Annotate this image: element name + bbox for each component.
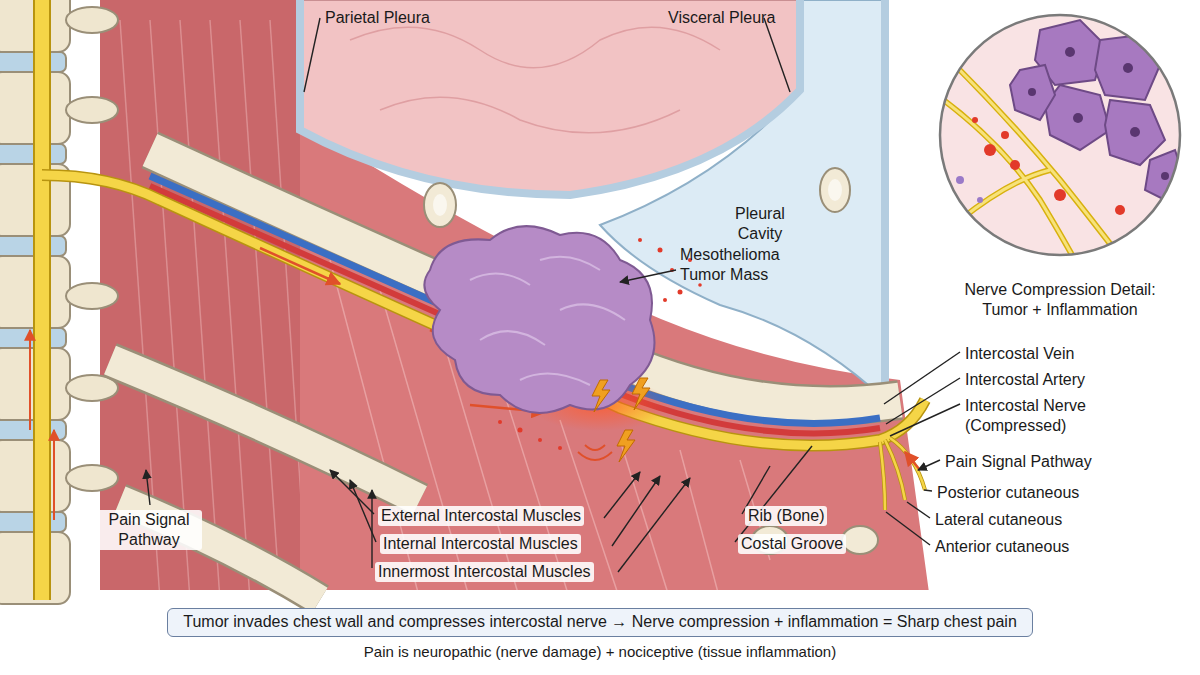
part-label: Pleural Cavity (712, 204, 808, 244)
part-label: Pain Signal Pathway (96, 510, 202, 550)
part-label: Parietal Pleura (325, 8, 430, 28)
part-label: Intercostal Nerve (Compressed) (965, 396, 1135, 436)
part-label: Visceral Pleura (668, 8, 775, 28)
part-label: Pain Signal Pathway (945, 452, 1092, 472)
part-label: Rib (Bone) (745, 506, 827, 526)
part-label: Mesothelioma Tumor Mass (680, 245, 810, 285)
part-label: Intercostal Vein (965, 344, 1074, 364)
caption-text: Pain is neuropathic (nerve damage) + noc… (0, 643, 1200, 662)
part-label: Posterior cutaneous (937, 483, 1079, 503)
part-label: Anterior cutaneous (935, 537, 1069, 557)
part-label: Nerve Compression Detail: Tumor + Inflam… (940, 280, 1180, 320)
part-label: External Intercostal Muscles (378, 506, 584, 526)
summary-box: Tumor invades chest wall and compresses … (167, 608, 1033, 637)
part-label: Innermost Intercostal Muscles (375, 562, 594, 582)
part-label: Lateral cutaneous (935, 510, 1062, 530)
part-label: Intercostal Artery (965, 370, 1085, 390)
part-label: Costal Groove (738, 534, 846, 554)
part-label: Internal Intercostal Muscles (380, 534, 581, 554)
summary-text: Tumor invades chest wall and compresses … (182, 612, 1018, 633)
